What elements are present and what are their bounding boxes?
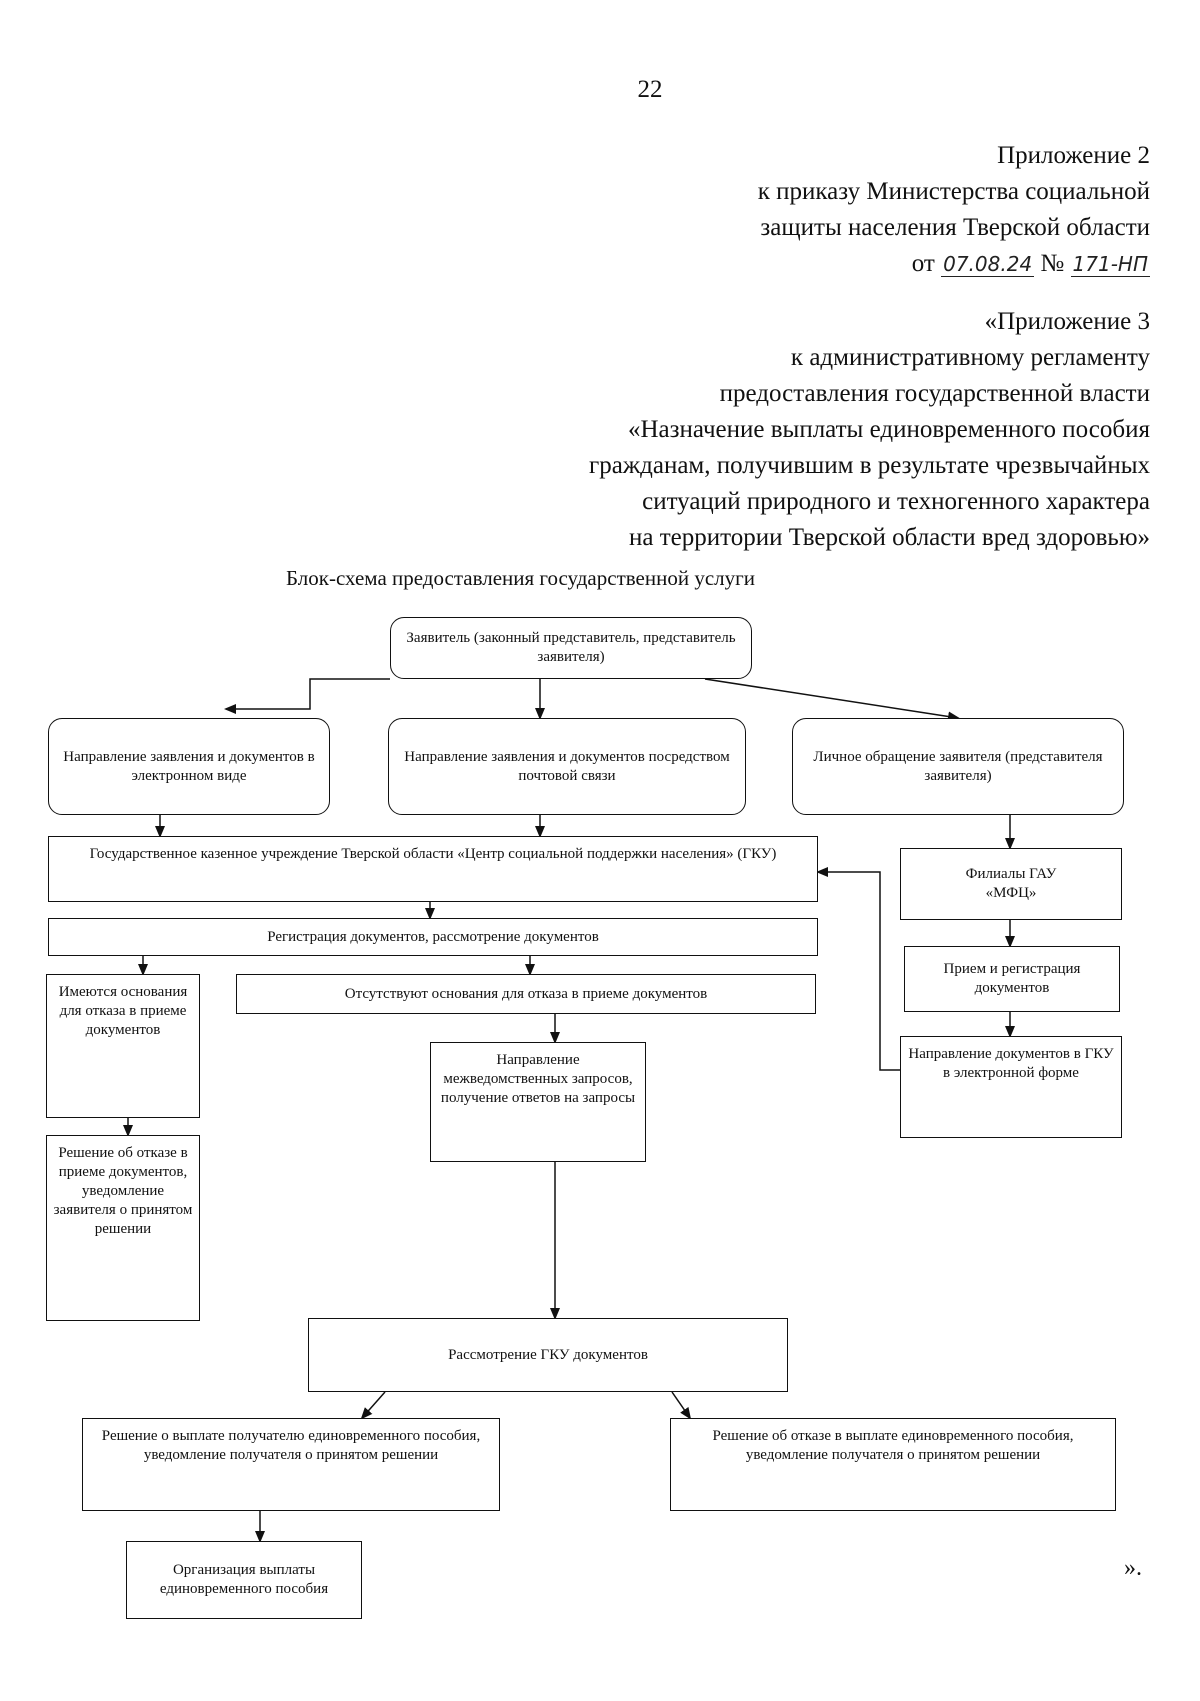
header-line: защиты населения Тверской области <box>760 214 1150 241</box>
gku-box: Государственное казенное учреждение Твер… <box>48 836 818 902</box>
grounds-exist-box: Имеются основания для отказа в приеме до… <box>46 974 200 1118</box>
gku-review-text: Рассмотрение ГКУ документов <box>448 1346 648 1363</box>
interagency-requests-box: Направление межведомственных запросов, п… <box>430 1042 646 1162</box>
grounds-exist-text: Имеются основания для отказа в приеме до… <box>58 984 188 1038</box>
handwritten-number: 171-НП <box>1070 252 1150 277</box>
gku-text: Государственное казенное учреждение Твер… <box>89 846 777 862</box>
page-number: 22 <box>637 76 663 103</box>
annex-line: «Приложение 3 <box>984 308 1150 335</box>
annex-header: «Приложение 3 к административному реглам… <box>589 304 1150 556</box>
header-line: Приложение 2 <box>997 142 1150 169</box>
reception-refusal-box: Решение об отказе в приеме документов, у… <box>46 1135 200 1321</box>
payment-decision-text: Решение о выплате получателю единовремен… <box>101 1428 481 1463</box>
annex-line: гражданам, получившим в результате чрезв… <box>589 452 1150 479</box>
no-grounds-box: Отсутствуют основания для отказа в прием… <box>236 974 816 1014</box>
number-sign: № <box>1040 250 1065 277</box>
annex-line: на территории Тверской области вред здор… <box>629 524 1150 551</box>
payment-refusal-text: Решение об отказе в выплате единовременн… <box>712 1428 1074 1463</box>
arrow-review-to-payment-decision <box>360 1391 386 1420</box>
mfc-branches-text: Филиалы ГАУ «МФЦ» <box>965 866 1057 901</box>
annex-line: ситуаций природного и техногенного харак… <box>642 488 1150 515</box>
mfc-send-box: Направление документов в ГКУ в электронн… <box>900 1036 1122 1138</box>
interagency-requests-text: Направление межведомственных запросов, п… <box>440 1052 636 1106</box>
mfc-send-text: Направление документов в ГКУ в электронн… <box>908 1046 1114 1081</box>
payment-organization-box: Организация выплаты единовременного посо… <box>126 1541 362 1619</box>
electronic-submission-box: Направление заявления и документов в эле… <box>48 718 330 815</box>
annex-line: «Назначение выплаты единовременного посо… <box>627 416 1150 443</box>
personal-appeal-text: Личное обращение заявителя (представител… <box>813 748 1103 784</box>
scheme-title: Блок-схема предоставления государственно… <box>286 566 755 590</box>
payment-decision-box: Решение о выплате получателю единовремен… <box>82 1418 500 1511</box>
reception-refusal-text: Решение об отказе в приеме документов, у… <box>53 1145 193 1237</box>
payment-organization-text: Организация выплаты единовременного посо… <box>159 1562 329 1597</box>
gku-review-box: Рассмотрение ГКУ документов <box>308 1318 788 1392</box>
annex-line: предоставления государственной власти <box>719 380 1150 407</box>
mfc-reception-text: Прием и регистрация документов <box>943 961 1081 996</box>
arrow-applicant-to-electronic <box>224 678 390 714</box>
personal-appeal-box: Личное обращение заявителя (представител… <box>792 718 1124 815</box>
registration-text: Регистрация документов, рассмотрение док… <box>267 928 599 945</box>
postal-submission-text: Направление заявления и документов посре… <box>404 748 730 784</box>
no-grounds-text: Отсутствуют основания для отказа в прием… <box>344 985 708 1002</box>
mfc-branches-box: Филиалы ГАУ «МФЦ» <box>900 848 1122 920</box>
registration-box: Регистрация документов, рассмотрение док… <box>48 918 818 956</box>
electronic-submission-text: Направление заявления и документов в эле… <box>63 748 315 784</box>
arrow-applicant-to-personal <box>704 678 960 722</box>
applicant-box: Заявитель (законный представитель, предс… <box>390 617 752 679</box>
applicant-text: Заявитель (законный представитель, предс… <box>406 630 736 665</box>
date-prefix: от <box>911 250 935 277</box>
order-date-line: от 07.08.24 № 171-НП <box>758 246 1150 282</box>
arrow-send-to-gku <box>816 867 900 1071</box>
handwritten-date: 07.08.24 <box>941 252 1035 277</box>
annex-line: к административному регламенту <box>790 344 1150 371</box>
mfc-reception-box: Прием и регистрация документов <box>904 946 1120 1012</box>
payment-refusal-box: Решение об отказе в выплате единовременн… <box>670 1418 1116 1511</box>
order-header: Приложение 2 к приказу Министерства соци… <box>758 138 1150 282</box>
arrow-review-to-payment-refusal <box>671 1391 692 1420</box>
header-line: к приказу Министерства социальной <box>757 178 1150 205</box>
closing-quote: ». <box>1124 1555 1142 1581</box>
postal-submission-box: Направление заявления и документов посре… <box>388 718 746 815</box>
